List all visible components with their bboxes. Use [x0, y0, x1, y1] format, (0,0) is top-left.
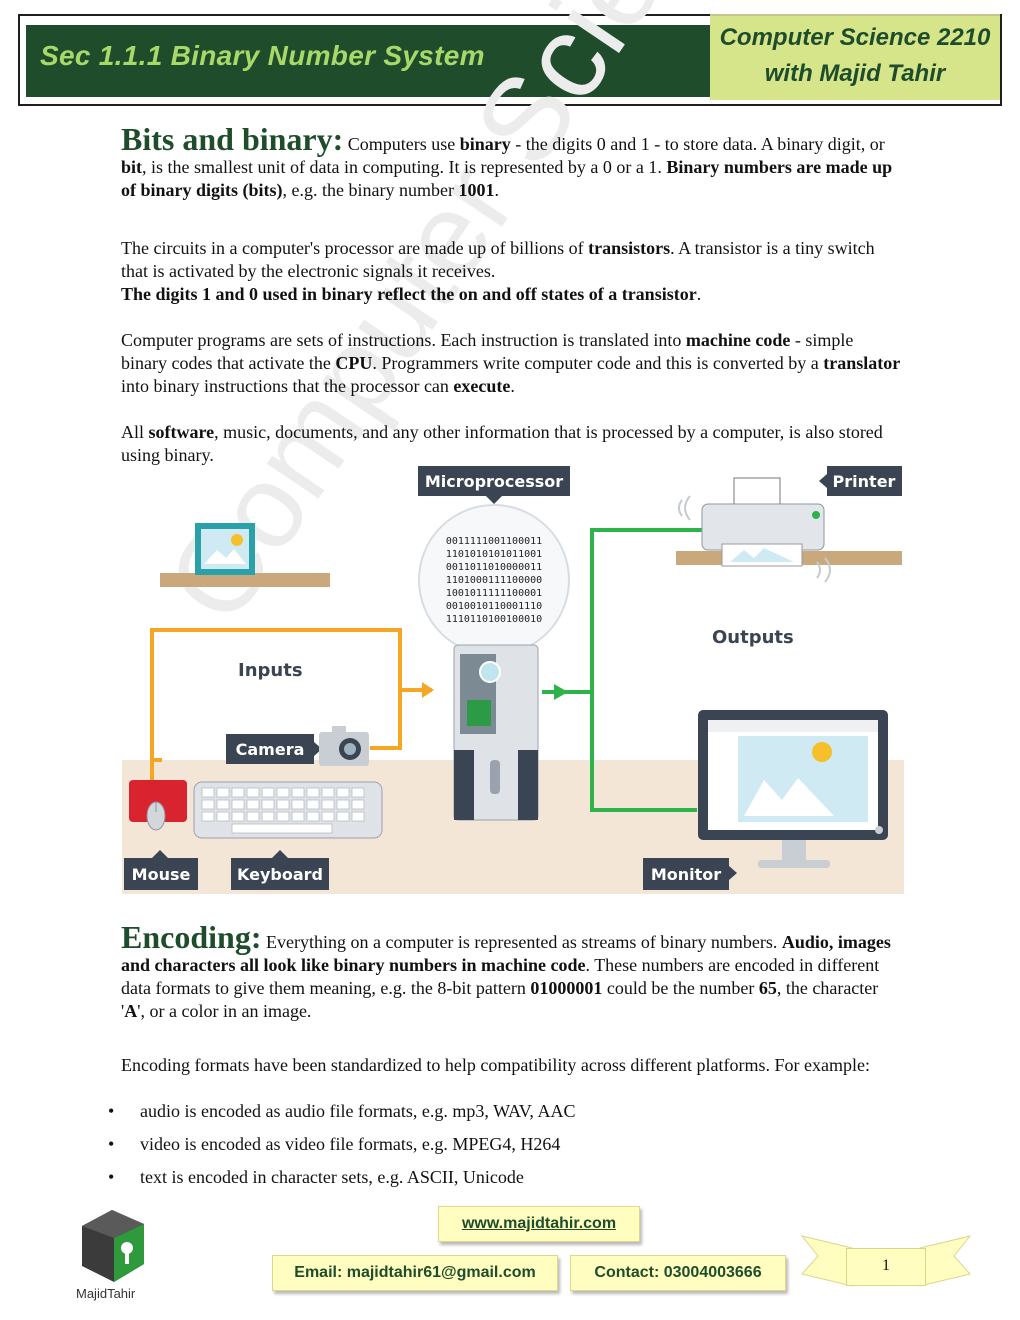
course-name: Computer Science 2210	[719, 24, 991, 51]
svg-text:1001011111100001: 1001011111100001	[446, 588, 542, 599]
contact-box: Contact: 03004003666	[570, 1255, 786, 1291]
picture-frame-icon	[195, 523, 255, 575]
keyboard-label: Keyboard	[237, 865, 323, 884]
email-box[interactable]: Email: majidtahir61@gmail.com	[272, 1255, 558, 1291]
page-number: 1	[846, 1248, 926, 1286]
svg-text:1110110100100010: 1110110100100010	[446, 614, 542, 625]
camera-label: Camera	[236, 740, 305, 759]
section-heading-bits: Bits and binary	[121, 121, 333, 157]
monitor-label: Monitor	[651, 865, 721, 884]
inputs-arrow	[422, 682, 434, 698]
inputs-label: Inputs	[238, 660, 303, 681]
course-author: with Majid Tahir	[764, 60, 946, 87]
section-heading-encoding: Encoding	[121, 919, 251, 955]
bits-paragraph-3: Computer programs are sets of instructio…	[121, 330, 901, 396]
page-title: Sec 1.1.1 Binary Number System	[40, 40, 485, 71]
outputs-wire-monitor	[590, 692, 697, 812]
page-header: Sec 1.1.1 Binary Number System Computer …	[18, 14, 1002, 106]
computer-tower-icon	[453, 644, 539, 821]
svg-text:0010010110001110: 0010010110001110	[446, 601, 542, 612]
logo-text: MajidTahir	[76, 1286, 136, 1301]
header-course-panel: Computer Science 2210 with Majid Tahir	[710, 14, 1000, 100]
printer-label-box: Printer	[819, 466, 902, 496]
camera-label-box: Camera	[226, 734, 322, 764]
mouse-icon	[129, 780, 187, 831]
keyboard-label-box: Keyboard	[231, 850, 329, 890]
keyboard-icon	[193, 781, 383, 839]
outputs-arrow	[554, 684, 568, 700]
list-item: audio is encoded as audio file formats, …	[108, 1100, 908, 1133]
left-shelf	[160, 573, 330, 587]
header-title-panel: Sec 1.1.1 Binary Number System	[26, 25, 710, 97]
bits-section: Bits and binary: Computers use binary - …	[121, 121, 903, 202]
microprocessor-label-box: Microprocessor	[418, 466, 570, 504]
monitor-label-box: Monitor	[643, 858, 737, 890]
bits-paragraph-1: Bits and binary: Computers use binary - …	[121, 121, 893, 200]
list-item: text is encoded in character sets, e.g. …	[108, 1166, 908, 1199]
binary-data-text: 0011111001100011 1101010101011001 001101…	[446, 536, 542, 625]
encoding-paragraph-2: Encoding formats have been standardized …	[121, 1055, 870, 1075]
svg-text:1101010101011001: 1101010101011001	[446, 549, 542, 560]
svg-text:0011011010000011: 0011011010000011	[446, 562, 542, 573]
microprocessor-label: Microprocessor	[425, 472, 563, 491]
page-number-ribbon	[800, 1235, 972, 1287]
majid-tahir-logo-icon	[82, 1210, 144, 1282]
camera-icon	[319, 726, 369, 766]
computer-system-diagram: Microprocessor 0011111001100011 11010101…	[122, 466, 904, 894]
bits-paragraph-4: All software, music, documents, and any …	[121, 422, 883, 465]
svg-text:1101000111100000: 1101000111100000	[446, 575, 542, 586]
mouse-label: Mouse	[132, 865, 191, 884]
website-link[interactable]: www.majidtahir.com	[438, 1206, 640, 1242]
encoding-format-list: audio is encoded as audio file formats, …	[108, 1100, 908, 1199]
outputs-label: Outputs	[712, 627, 794, 648]
mouse-label-box: Mouse	[124, 850, 198, 890]
encoding-paragraph-1: Encoding: Everything on a computer is re…	[121, 919, 891, 1021]
svg-text:0011111001100011: 0011111001100011	[446, 536, 542, 547]
monitor-icon	[698, 710, 888, 868]
printer-icon	[678, 477, 831, 583]
printer-label: Printer	[833, 472, 896, 491]
list-item: video is encoded as video file formats, …	[108, 1133, 908, 1166]
bits-paragraph-2: The circuits in a computer's processor a…	[121, 238, 875, 304]
